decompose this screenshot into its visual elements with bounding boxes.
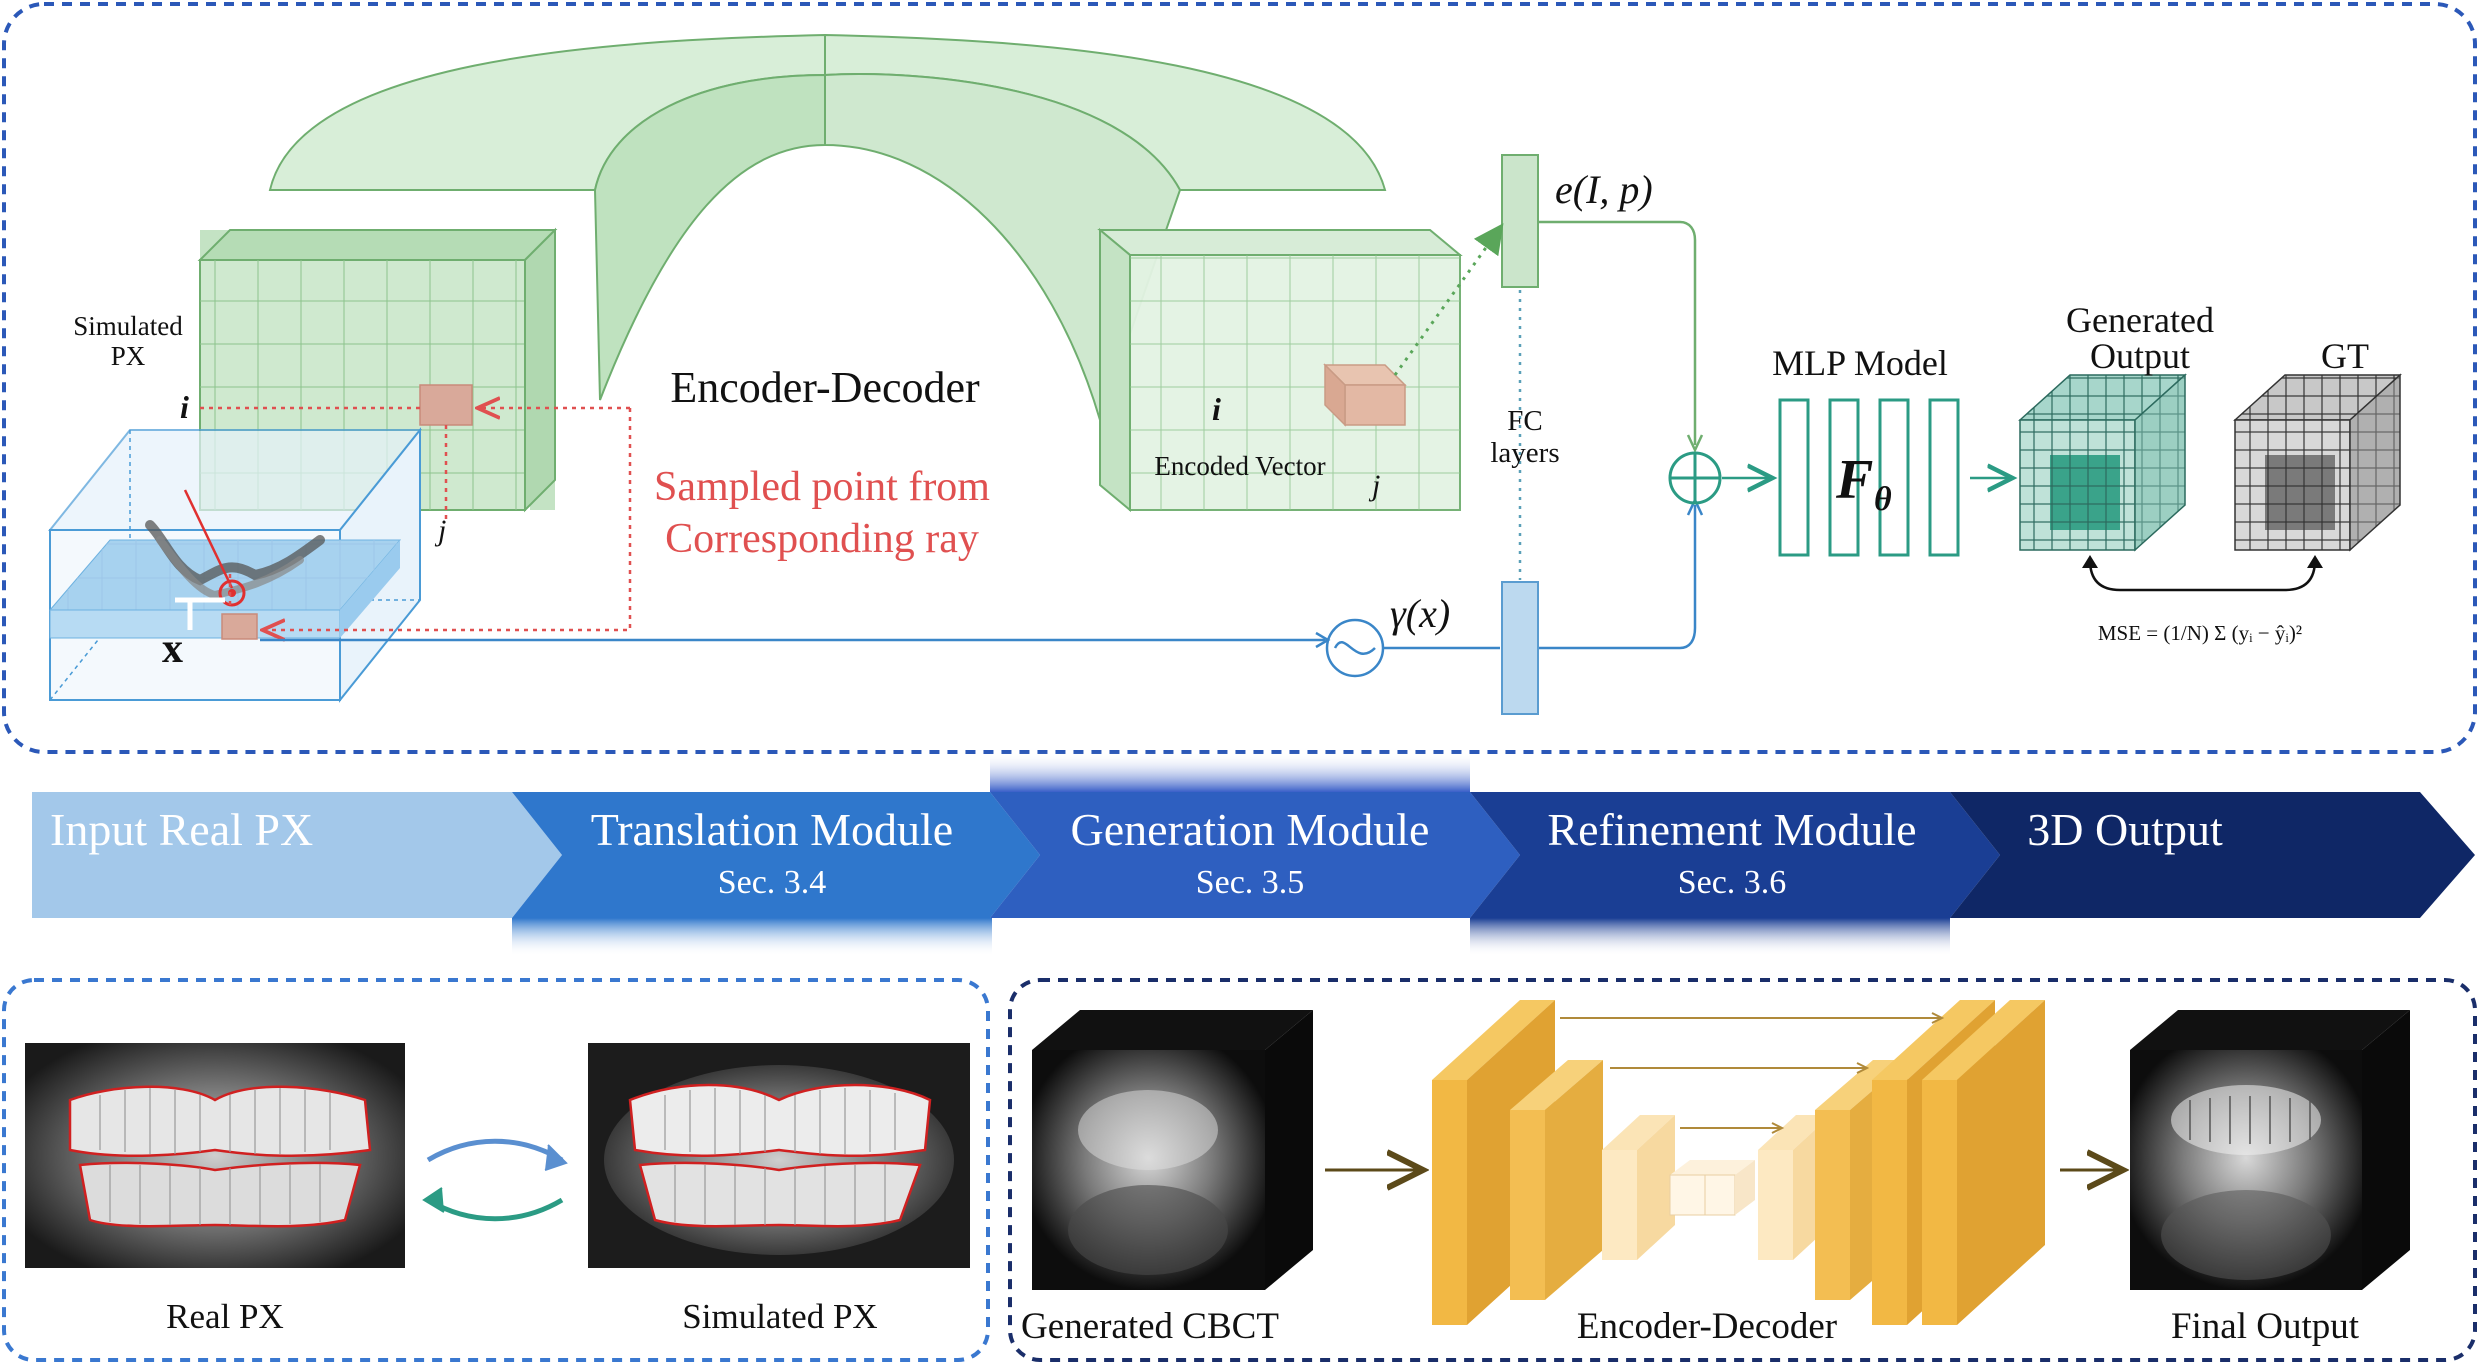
embedding-line bbox=[1538, 220, 1697, 445]
generated-cbct-cube bbox=[1032, 1010, 1313, 1290]
generated-cbct-caption: Generated CBCT bbox=[1021, 1306, 1279, 1347]
fc-label-1: FC bbox=[1507, 405, 1542, 437]
refinement-glow-bottom bbox=[1470, 918, 1950, 956]
j-label-left: j bbox=[434, 514, 446, 547]
simulated-px-image bbox=[588, 1043, 970, 1268]
ground-truth-cube bbox=[2233, 373, 2402, 552]
gamma-label: γ(x) bbox=[1390, 591, 1450, 636]
gamma-fc-box bbox=[1501, 581, 1539, 715]
f-theta-label: F bbox=[1835, 449, 1873, 511]
x-label: x bbox=[162, 626, 183, 672]
real-px-image bbox=[25, 1043, 405, 1268]
simulated-px-label-2: PX bbox=[111, 341, 146, 371]
j-label-right: j bbox=[1368, 469, 1380, 502]
encoder-decoder-title: Encoder-Decoder bbox=[670, 363, 980, 412]
stage-refinement-module bbox=[1470, 792, 2000, 918]
simulated-px-volume bbox=[47, 427, 423, 703]
decoder-block bbox=[1097, 227, 1463, 513]
stage-input-real-px bbox=[32, 792, 562, 918]
generated-output-label-1: Generated bbox=[2066, 300, 2214, 340]
sampled-point-label-2: Corresponding ray bbox=[665, 516, 979, 562]
i-label-left: i bbox=[180, 389, 189, 425]
mse-compare-arrow bbox=[2088, 559, 2317, 592]
stage-title-3: Refinement Module bbox=[1547, 804, 1916, 855]
encoder-decoder-caption: Encoder-Decoder bbox=[1577, 1306, 1837, 1347]
mlp-label: MLP Model bbox=[1772, 343, 1948, 383]
translation-backward-arrow bbox=[426, 1197, 564, 1222]
sampled-point-label-1: Sampled point from bbox=[654, 464, 990, 510]
i-label-right: i bbox=[1212, 391, 1221, 427]
stage-generation-module bbox=[990, 792, 1520, 918]
stage-translation-module bbox=[512, 792, 1040, 918]
simulated-px-label-1: Simulated bbox=[73, 311, 183, 341]
real-px-caption: Real PX bbox=[166, 1297, 284, 1336]
stage-sub-1: Sec. 3.4 bbox=[718, 864, 827, 901]
generated-output-label-2: Output bbox=[2090, 336, 2190, 376]
stage-title-0: Input Real PX bbox=[50, 804, 313, 855]
final-output-caption: Final Output bbox=[2171, 1306, 2360, 1347]
pipeline-bar bbox=[32, 792, 2475, 918]
stage-title-4: 3D Output bbox=[2027, 804, 2223, 855]
e-fc-box bbox=[1501, 154, 1539, 288]
stage-sub-3: Sec. 3.6 bbox=[1678, 864, 1787, 901]
stage-title-2: Generation Module bbox=[1071, 804, 1430, 855]
stage-sub-2: Sec. 3.5 bbox=[1196, 864, 1305, 901]
mse-label: MSE = (1/N) Σ (yᵢ − ŷᵢ)² bbox=[2098, 621, 2302, 645]
final-output-cube bbox=[2130, 1010, 2410, 1290]
generation-glow-top bbox=[990, 752, 1470, 792]
mlp-layers bbox=[1778, 398, 1960, 557]
encoded-vector-arrow bbox=[1393, 223, 1504, 376]
sum-icon bbox=[1668, 451, 1722, 505]
refinement-unet bbox=[1432, 1000, 2045, 1325]
translation-glow-bottom bbox=[512, 918, 992, 956]
f-theta-sub: θ bbox=[1874, 481, 1892, 518]
bottom-left-frame bbox=[2, 978, 990, 1362]
fc-label-2: layers bbox=[1490, 437, 1559, 469]
simulated-px-caption: Simulated PX bbox=[682, 1297, 877, 1336]
translation-forward-arrow bbox=[426, 1138, 564, 1163]
gt-label: GT bbox=[2321, 336, 2369, 376]
generated-output-cube bbox=[2018, 373, 2187, 552]
position-line bbox=[260, 497, 1704, 678]
sampled-point-connectors bbox=[200, 408, 632, 630]
bottom-right-frame bbox=[1008, 978, 2477, 1362]
stage-title-1: Translation Module bbox=[591, 804, 953, 855]
encoder-decoder-arch bbox=[268, 33, 1387, 424]
encoded-vector-label: Encoded Vector bbox=[1154, 451, 1325, 481]
sampled-point-box bbox=[419, 384, 473, 426]
stage-3d-output bbox=[1950, 792, 2475, 918]
e-label: e(I, p) bbox=[1555, 167, 1653, 212]
encoded-vector-box bbox=[1323, 363, 1407, 427]
